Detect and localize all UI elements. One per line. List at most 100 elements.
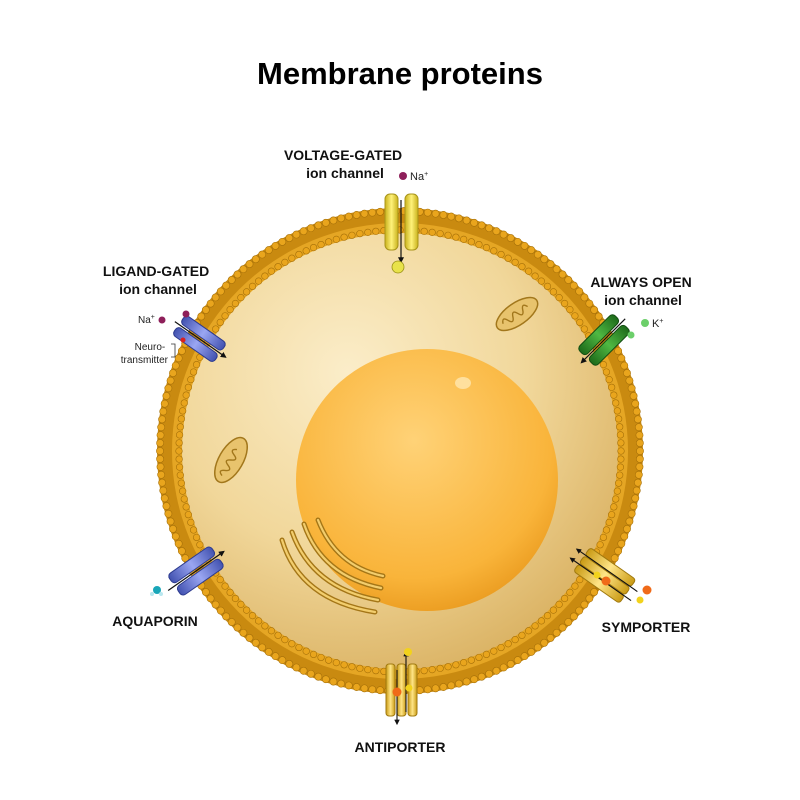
phospholipid-head xyxy=(222,612,231,621)
phospholipid-head xyxy=(258,643,267,652)
phospholipid-head xyxy=(580,600,589,609)
phospholipid-head xyxy=(376,686,385,695)
phospholipid-head xyxy=(615,415,623,423)
phospholipid-head xyxy=(617,539,626,548)
phospholipid-head xyxy=(166,376,175,385)
phospholipid-head xyxy=(295,643,303,652)
phospholipid-head xyxy=(610,503,618,511)
phospholipid-head xyxy=(340,661,348,669)
phospholipid-head xyxy=(627,509,636,518)
phospholipid-head xyxy=(261,272,269,280)
phospholipid-head xyxy=(499,230,508,239)
phospholipid-head xyxy=(575,606,584,615)
phospholipid-head xyxy=(617,439,625,447)
phospholipid-head xyxy=(617,447,625,455)
phospholipid-head xyxy=(549,606,557,614)
phospholipid-head xyxy=(506,660,515,668)
phospholipid-head xyxy=(599,360,608,369)
phospholipid-head xyxy=(455,214,463,223)
phospholipid-head xyxy=(376,207,385,216)
phospholipid-head xyxy=(460,235,468,243)
phospholipid-head xyxy=(364,228,372,236)
phospholipid-head xyxy=(288,640,296,648)
phospholipid-head xyxy=(182,391,190,399)
phospholipid-head xyxy=(274,631,282,639)
phospholipid-head xyxy=(594,312,603,321)
phospholipid-head xyxy=(475,240,483,249)
golgi-apparatus-inner xyxy=(280,518,385,614)
phospholipid-head xyxy=(635,431,644,440)
phospholipid-head xyxy=(243,288,251,296)
phospholipid-head xyxy=(159,407,168,416)
phospholipid-head xyxy=(182,503,190,511)
always-open-label: ALWAYS OPEN ion channel xyxy=(590,274,695,308)
phospholipid-head xyxy=(634,415,642,424)
phospholipid-head xyxy=(175,463,184,471)
phospholipid-head xyxy=(237,600,245,608)
phospholipid-head xyxy=(492,227,501,236)
phospholipid-head xyxy=(206,299,215,308)
phospholipid-head xyxy=(613,487,621,495)
phospholipid-head xyxy=(513,237,522,246)
phospholipid-head xyxy=(352,683,361,691)
phospholipid-head xyxy=(537,617,545,625)
voltage-sensor-ball xyxy=(391,260,405,274)
phospholipid-head xyxy=(239,265,248,274)
phospholipid-head xyxy=(281,636,289,644)
phospholipid-head xyxy=(620,532,629,541)
phospholipid-head xyxy=(431,684,440,693)
phospholipid-head xyxy=(248,282,257,291)
phospholipid-head xyxy=(596,541,604,549)
sodium-ion-label: Na+ xyxy=(410,171,428,183)
phospholipid-head xyxy=(285,234,294,242)
phospholipid-head xyxy=(555,600,563,608)
antiported-molecule-icon xyxy=(404,648,412,656)
phospholipid-head xyxy=(239,628,248,637)
phospholipid-head xyxy=(337,214,345,223)
phospholipid-head xyxy=(467,238,475,246)
symporter-label: SYMPORTER xyxy=(602,619,691,635)
phospholipid-head xyxy=(564,275,573,284)
phospholipid-head xyxy=(321,218,330,227)
phospholipid-head xyxy=(612,399,620,407)
phospholipid-head xyxy=(546,634,555,642)
phospholipid-head xyxy=(201,588,210,596)
phospholipid-head xyxy=(631,494,640,503)
phospholipid-head xyxy=(599,533,608,542)
phospholipid-head xyxy=(423,208,432,217)
phospholipid-head xyxy=(569,612,578,621)
phospholipid-head xyxy=(527,648,536,656)
phospholipid-head xyxy=(221,582,229,590)
phospholipid-head xyxy=(635,455,644,463)
phospholipid-head xyxy=(176,471,184,479)
phospholipid-head xyxy=(518,631,526,639)
phospholipid-head xyxy=(196,541,204,549)
phospholipid-head xyxy=(325,656,333,664)
phospholipid-head xyxy=(455,679,463,688)
phospholipid-head xyxy=(332,659,340,667)
phospholipid-head xyxy=(344,212,353,221)
phospholipid-head xyxy=(231,594,240,603)
phospholipid-head xyxy=(176,423,184,431)
phospholipid-head xyxy=(625,517,634,526)
phospholipid-head xyxy=(602,526,611,534)
symported-molecule-icon xyxy=(593,571,601,579)
phospholipid-head xyxy=(533,643,542,652)
phospholipid-head xyxy=(321,675,330,684)
phospholipid-head xyxy=(620,361,629,370)
phospholipid-head xyxy=(477,221,486,230)
symported-ion-icon xyxy=(642,585,652,595)
phospholipid-head xyxy=(164,509,173,518)
aquaporin-label: AQUAPORIN xyxy=(112,613,198,629)
phospholipid-head xyxy=(485,224,493,233)
phospholipid-head xyxy=(552,628,561,637)
phospholipid-head xyxy=(566,588,574,596)
phospholipid-head xyxy=(625,376,634,385)
mitochondrion-icon xyxy=(213,436,249,484)
phospholipid-head xyxy=(158,415,166,424)
water-molecule-icon xyxy=(150,586,163,596)
phospholipid-head xyxy=(261,622,269,630)
phospholipid-head xyxy=(531,272,539,280)
phospholipid-head xyxy=(552,265,561,274)
phospholipid-head xyxy=(482,650,491,659)
